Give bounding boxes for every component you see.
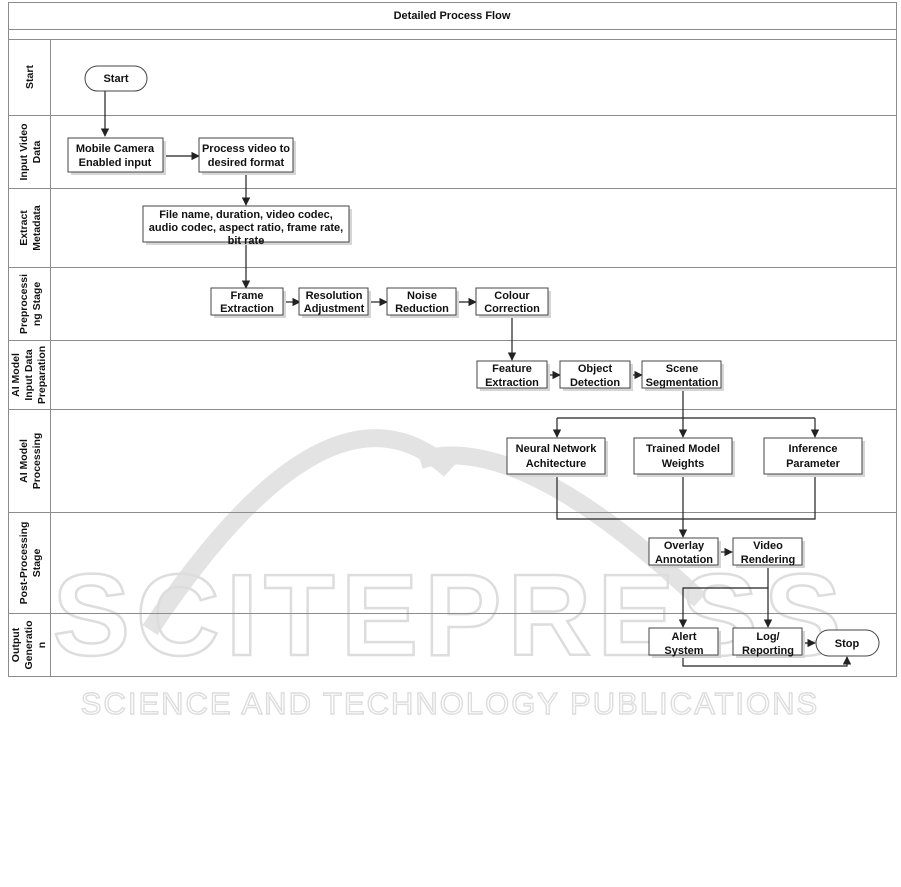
svg-text:Segmentation: Segmentation xyxy=(646,377,719,389)
svg-text:Stop: Stop xyxy=(835,638,860,650)
svg-text:Overlay: Overlay xyxy=(664,540,705,552)
svg-text:Extraction: Extraction xyxy=(485,377,539,389)
stop-terminal: Stop xyxy=(815,629,880,657)
svg-text:Stage: Stage xyxy=(31,549,43,578)
svg-text:Reduction: Reduction xyxy=(395,303,449,315)
svg-text:Enabled input: Enabled input xyxy=(79,157,152,169)
svg-text:Neural Network: Neural Network xyxy=(516,443,598,455)
node-overlay-annotation: Overlay Annotation xyxy=(648,537,721,568)
lane-label-ai-model-processing: AI Model Processing xyxy=(18,433,43,490)
svg-text:Noise: Noise xyxy=(407,290,437,302)
svg-text:Reporting: Reporting xyxy=(742,645,794,657)
svg-text:Frame: Frame xyxy=(230,290,263,302)
svg-text:Adjustment: Adjustment xyxy=(304,303,365,315)
svg-text:Correction: Correction xyxy=(484,303,540,315)
connector-rendering-split xyxy=(678,566,769,628)
start-terminal: Start xyxy=(84,65,148,92)
svg-text:Colour: Colour xyxy=(494,290,530,302)
svg-text:Extraction: Extraction xyxy=(220,303,274,315)
node-neural-network: Neural Network Achitecture xyxy=(506,437,608,477)
node-feature-extraction: Feature Extraction xyxy=(476,360,550,391)
svg-text:Generatio: Generatio xyxy=(23,620,35,669)
lane-label-preprocessing-stage: Preprocessi ng Stage xyxy=(18,274,43,334)
svg-text:Detection: Detection xyxy=(570,377,620,389)
svg-text:bit rate: bit rate xyxy=(228,235,265,247)
lane-label-input-video-data: Input Video Data xyxy=(18,124,43,181)
svg-text:Video: Video xyxy=(753,540,783,552)
svg-text:Extract: Extract xyxy=(18,210,30,246)
svg-text:File name, duration, video cod: File name, duration, video codec, xyxy=(159,209,333,221)
svg-text:Mobile Camera: Mobile Camera xyxy=(76,143,155,155)
lane-label-post-processing-stage: Post-Processing Stage xyxy=(18,522,43,605)
svg-text:Trained Model: Trained Model xyxy=(646,443,720,455)
svg-text:AI Model: AI Model xyxy=(18,439,30,483)
svg-text:Achitecture: Achitecture xyxy=(526,458,587,470)
svg-text:Start: Start xyxy=(103,73,128,85)
node-colour-correction: Colour Correction xyxy=(475,287,551,318)
node-mobile-camera: Mobile Camera Enabled input xyxy=(67,137,166,175)
connector-merge xyxy=(556,474,816,537)
svg-text:Data: Data xyxy=(31,140,43,163)
svg-text:Log/: Log/ xyxy=(756,631,779,643)
svg-text:Feature: Feature xyxy=(492,363,532,375)
node-object-detection: Object Detection xyxy=(559,360,633,391)
svg-text:desired format: desired format xyxy=(208,157,285,169)
svg-text:Input Video: Input Video xyxy=(18,124,30,181)
svg-text:Object: Object xyxy=(578,363,613,375)
lane-label-extract-metadata: Extract Metadata xyxy=(18,205,43,251)
publisher-watermark: SCITEPRESS SCIENCE AND TECHNOLOGY PUBLIC… xyxy=(51,429,848,722)
svg-text:Resolution: Resolution xyxy=(306,290,363,302)
svg-text:Post-Processing: Post-Processing xyxy=(18,522,30,605)
svg-text:Scene: Scene xyxy=(666,363,698,375)
node-metadata: File name, duration, video codec, audio … xyxy=(142,205,352,247)
diagram-title: Detailed Process Flow xyxy=(394,10,511,22)
svg-text:Parameter: Parameter xyxy=(786,458,841,470)
svg-text:Preparation: Preparation xyxy=(36,346,48,404)
lane-label-start: Start xyxy=(24,65,36,89)
node-noise-reduction: Noise Reduction xyxy=(386,287,459,318)
svg-text:Alert: Alert xyxy=(671,631,696,643)
connectors xyxy=(100,91,852,667)
svg-text:ng Stage: ng Stage xyxy=(31,282,43,326)
svg-text:audio codec, aspect ratio, fra: audio codec, aspect ratio, frame rate, xyxy=(149,222,343,234)
svg-text:System: System xyxy=(664,645,703,657)
node-frame-extraction: Frame Extraction xyxy=(210,287,286,318)
watermark-small-text: SCIENCE AND TECHNOLOGY PUBLICATIONS xyxy=(81,686,819,721)
svg-text:Weights: Weights xyxy=(662,458,705,470)
svg-text:Processing: Processing xyxy=(31,433,43,490)
svg-text:Start: Start xyxy=(24,65,36,89)
svg-text:Rendering: Rendering xyxy=(741,554,795,566)
node-scene-segmentation: Scene Segmentation xyxy=(641,360,724,391)
node-inference-parameter: Inference Parameter xyxy=(763,437,865,477)
watermark-big-text: SCITEPRESS xyxy=(53,550,848,680)
svg-text:Preprocessi: Preprocessi xyxy=(18,274,30,334)
connector-scene-split xyxy=(557,389,815,419)
lane-label-ai-model-input-data-preparation: AI Model Input Data Preparation xyxy=(10,346,48,404)
svg-text:Inference: Inference xyxy=(789,443,838,455)
node-process-video: Process video to desired format xyxy=(198,137,296,175)
lane-label-output-generation: Output Generatio n xyxy=(10,620,48,669)
node-trained-model: Trained Model Weights xyxy=(633,437,735,477)
node-resolution-adjustment: Resolution Adjustment xyxy=(298,287,371,318)
connector-alert-to-stop xyxy=(682,656,852,667)
node-video-rendering: Video Rendering xyxy=(732,537,805,568)
svg-text:Output: Output xyxy=(10,627,22,662)
svg-text:n: n xyxy=(36,642,48,648)
diagram-frame xyxy=(8,2,897,677)
svg-text:Input Data: Input Data xyxy=(23,349,35,400)
svg-text:Annotation: Annotation xyxy=(655,554,713,566)
node-log-reporting: Log/ Reporting xyxy=(732,627,805,658)
node-alert-system: Alert System xyxy=(648,627,721,658)
svg-text:Metadata: Metadata xyxy=(31,205,43,251)
svg-text:Process video to: Process video to xyxy=(202,143,290,155)
svg-text:AI Model: AI Model xyxy=(10,353,22,397)
